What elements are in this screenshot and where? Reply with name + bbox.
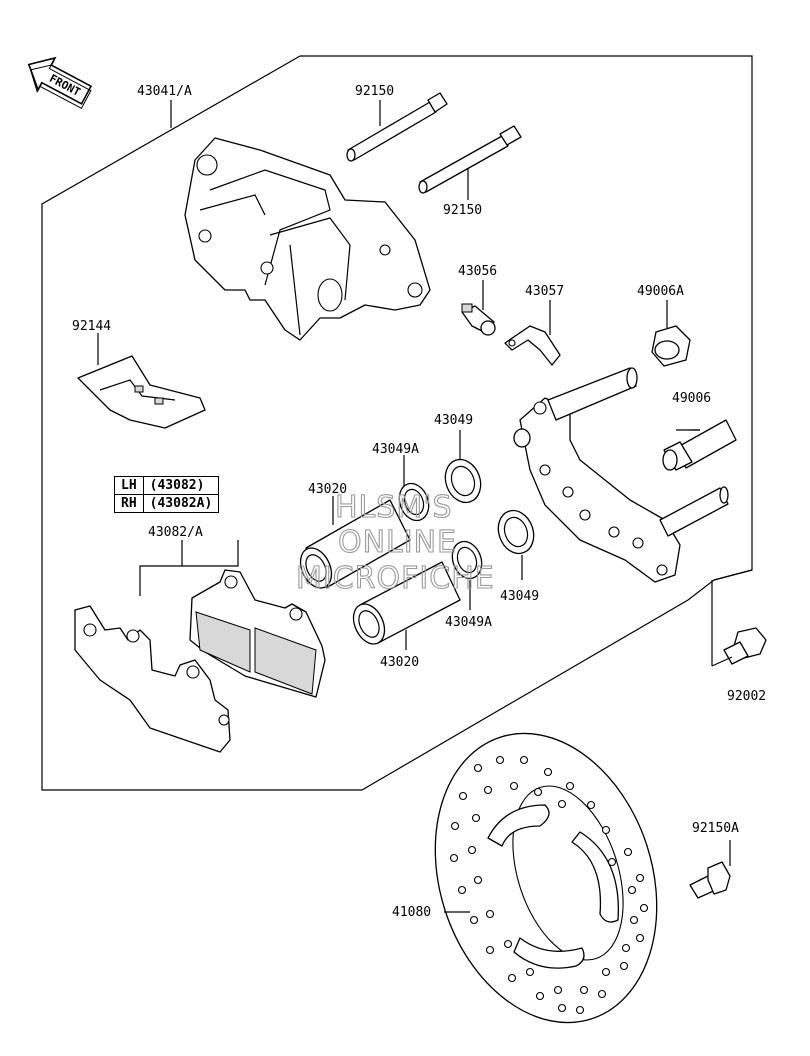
label-dust-seal-upper: 43049A [372, 442, 419, 457]
legend-part: (43082) [142, 476, 220, 495]
label-seal-lower: 43049 [500, 589, 539, 604]
label-disc: 41080 [392, 905, 431, 920]
piston-upper [299, 499, 411, 589]
caliper-body [184, 137, 431, 341]
legend-side: RH [114, 494, 144, 513]
legend-side: LH [114, 476, 144, 495]
label-bleeder-cap: 43057 [525, 284, 564, 299]
legend-row: LH (43082) [114, 476, 220, 495]
seal-lower-ring [497, 509, 535, 555]
disc-bolt [689, 861, 731, 899]
bolt-92002 [711, 580, 767, 667]
dust-seal-upper-ring [398, 482, 430, 522]
leader-lines [97, 100, 731, 913]
pad-spring [77, 355, 206, 429]
bleeder-valve [461, 303, 496, 336]
label-piston-upper: 43020 [308, 482, 347, 497]
caliper-holder [513, 367, 729, 583]
front-arrow-icon: FRONT [27, 56, 93, 109]
pin-lower [418, 125, 522, 194]
disc-holes [449, 755, 649, 1015]
side-legend-table: LH (43082) RH (43082A) [114, 476, 220, 513]
label-bolt: 92002 [727, 689, 766, 704]
watermark-line-1: HLSM'S [335, 490, 453, 525]
holder-bolt [662, 419, 737, 471]
dust-seal-lower-ring [451, 540, 483, 580]
label-disc-bolt: 92150A [692, 821, 739, 836]
brake-pad-rear [74, 605, 231, 753]
label-pin-lower: 92150 [443, 203, 482, 218]
label-holder-bolt: 49006 [672, 391, 711, 406]
brake-pad-front [189, 569, 326, 698]
label-pin-upper: 92150 [355, 84, 394, 99]
label-pad-assy: 43082/A [148, 525, 203, 540]
bleeder-cap [504, 325, 561, 366]
watermark-line-3: MICROFICHE [296, 561, 495, 596]
label-pad-spring: 92144 [72, 319, 111, 334]
label-piston-lower: 43020 [380, 655, 419, 670]
label-seal-upper: 43049 [434, 413, 473, 428]
assembly-frame [41, 55, 753, 791]
watermark-line-2: ONLINE [338, 525, 457, 560]
brake-disc [434, 732, 658, 1024]
boot [651, 325, 691, 367]
seal-upper-ring [444, 458, 482, 504]
label-dust-seal-lower: 43049A [445, 615, 492, 630]
label-bleeder-valve: 43056 [458, 264, 497, 279]
piston-lower [352, 561, 461, 645]
watermark: HLSM'S ONLINE MICROFICHE [295, 489, 495, 596]
label-boot: 49006A [637, 284, 684, 299]
legend-part: (43082A) [142, 494, 220, 513]
pin-upper [346, 92, 448, 162]
legend-row: RH (43082A) [114, 494, 220, 513]
label-caliper-assy: 43041/A [137, 84, 192, 99]
